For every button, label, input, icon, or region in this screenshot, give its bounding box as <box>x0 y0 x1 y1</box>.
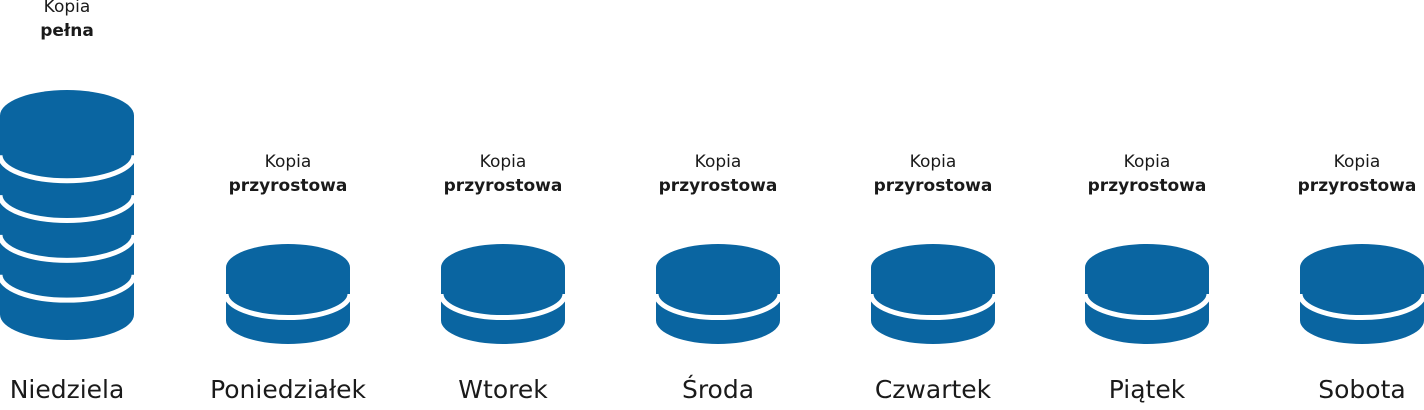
day-label-thursday: Czwartek <box>874 375 992 404</box>
incremental-database-icon <box>868 244 998 344</box>
day-label-saturday: Sobota <box>1318 375 1406 404</box>
incremental-column-monday: Kopia przyrostowa Poniedziałek <box>210 0 366 410</box>
disk-separator <box>0 194 137 224</box>
disk-body <box>656 244 780 344</box>
incremental-caption-line2: przyrostowa <box>443 176 563 196</box>
disk-separator <box>0 234 137 263</box>
incremental-caption: Kopia przyrostowa <box>871 150 995 198</box>
disk-body <box>441 244 565 344</box>
incremental-caption-line1: Kopia <box>909 152 957 172</box>
disk-separator <box>0 274 137 303</box>
disk-separator <box>1082 293 1212 321</box>
disk-body <box>0 90 134 340</box>
incremental-caption-line1: Kopia <box>1333 152 1381 172</box>
incremental-database-icon <box>1082 244 1212 344</box>
incremental-caption: Kopia przyrostowa <box>1085 150 1209 198</box>
incremental-column-saturday: Kopia przyrostowa Sobota <box>1297 0 1424 410</box>
day-label-monday: Poniedziałek <box>210 375 366 404</box>
incremental-caption-line2: przyrostowa <box>1087 176 1207 196</box>
incremental-column-friday: Kopia przyrostowa Piątek <box>1082 0 1212 410</box>
full-backup-column: Kopia pełna Niedziela <box>0 0 137 410</box>
incremental-caption-line2: przyrostowa <box>658 176 778 196</box>
disk-separator <box>653 293 783 321</box>
incremental-caption-line1: Kopia <box>479 152 527 172</box>
disk-separator <box>438 293 568 321</box>
full-backup-caption: Kopia pełna <box>0 0 134 43</box>
incremental-caption-line2: przyrostowa <box>228 176 348 196</box>
incremental-caption-line2: przyrostowa <box>1297 176 1417 196</box>
incremental-caption: Kopia przyrostowa <box>441 150 565 198</box>
incremental-database-icon <box>438 244 568 344</box>
incremental-caption: Kopia przyrostowa <box>1290 150 1424 198</box>
incremental-database-icon <box>1297 244 1424 344</box>
incremental-caption-line1: Kopia <box>1123 152 1171 172</box>
incremental-database-icon <box>223 244 353 344</box>
day-label-friday: Piątek <box>1108 375 1186 404</box>
disk-body <box>871 244 995 344</box>
day-label-wednesday: Środa <box>681 375 755 404</box>
incremental-column-tuesday: Kopia przyrostowa Wtorek <box>438 0 568 410</box>
incremental-caption-line1: Kopia <box>694 152 742 172</box>
full-backup-caption-line2: pełna <box>40 21 94 41</box>
incremental-column-wednesday: Kopia przyrostowa Środa <box>653 0 783 410</box>
day-label-sunday: Niedziela <box>9 375 125 404</box>
disk-separator <box>868 293 998 321</box>
full-backup-database-icon <box>0 90 137 340</box>
disk-separator <box>0 155 137 184</box>
incremental-column-thursday: Kopia przyrostowa Czwartek <box>868 0 998 410</box>
disk-body <box>226 244 350 344</box>
incremental-database-icon <box>653 244 783 344</box>
incremental-caption: Kopia przyrostowa <box>226 150 350 198</box>
day-label-tuesday: Wtorek <box>458 375 548 404</box>
disk-separator <box>1297 293 1424 321</box>
disk-separator <box>223 293 353 321</box>
full-backup-caption-line1: Kopia <box>43 0 91 17</box>
incremental-caption-line1: Kopia <box>264 152 312 172</box>
disk-body <box>1085 244 1209 344</box>
incremental-caption: Kopia przyrostowa <box>656 150 780 198</box>
disk-body <box>1300 244 1424 344</box>
incremental-caption-line2: przyrostowa <box>873 176 993 196</box>
